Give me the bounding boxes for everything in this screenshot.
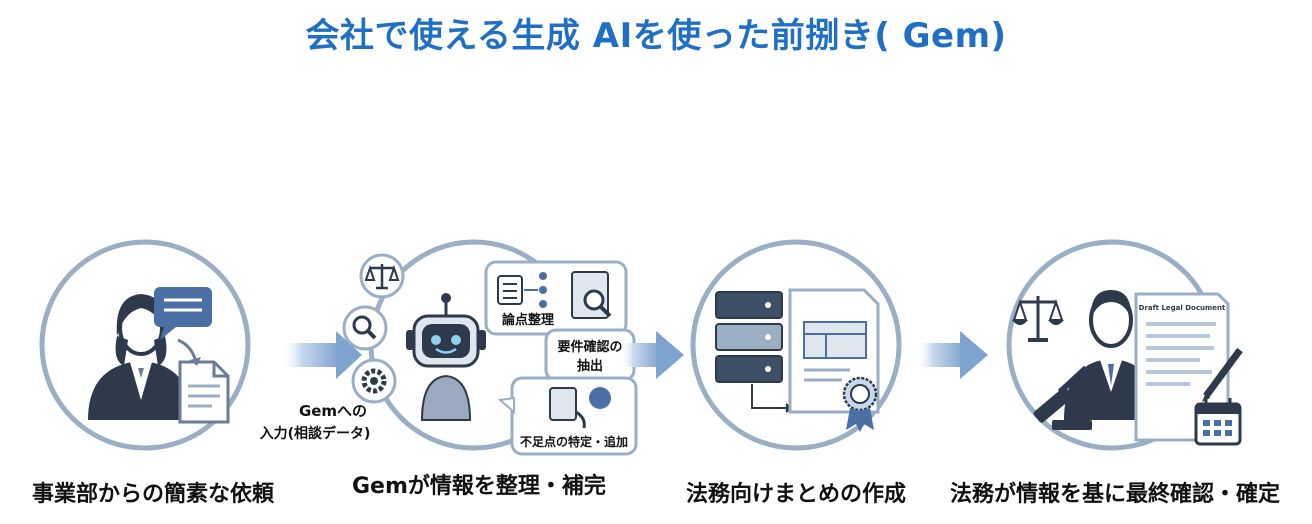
person-icon [88, 294, 192, 420]
gavel-icon [1033, 365, 1092, 430]
robot-icon [406, 293, 486, 421]
gem-input-label-2: 入力(相談データ) [260, 425, 371, 442]
draft-document-title: Draft Legal Document [1139, 304, 1226, 312]
page-title: 会社で使える生成 AIを使った前捌き( Gem) [305, 16, 1007, 56]
gem-input-label-1: Gemへの [299, 402, 367, 420]
gear-icon [351, 358, 397, 404]
scales-icon [359, 253, 405, 299]
document-icon [177, 338, 230, 424]
step-3-caption: 法務向けまとめの作成 [686, 482, 907, 507]
chat-bubble-icon [154, 287, 212, 340]
server-icon [715, 291, 794, 413]
calendar-icon [1194, 398, 1242, 446]
scales-icon [1012, 296, 1064, 342]
step-2-caption: Gemが情報を整理・補完 [352, 474, 606, 499]
pen-icon [1202, 347, 1243, 402]
issue-organization-label: 論点整理 [502, 312, 554, 328]
requirement-label-1: 要件確認の [557, 339, 622, 355]
issue-organization-bubble: 論点整理 [484, 260, 628, 336]
gap-label: 不足点の特定・追加 [520, 434, 628, 449]
flow-arrow-1 [282, 331, 362, 379]
gap-identification-bubble: 不足点の特定・追加 [497, 376, 638, 456]
flow-arrow-2 [620, 331, 684, 379]
certificate-icon [842, 376, 878, 432]
step-1-business-request [39, 239, 251, 451]
requirement-extraction-bubble: 要件確認の 抽出 [544, 328, 636, 382]
magnifier-icon [342, 305, 388, 351]
flow-arrow-3 [916, 331, 988, 379]
step-3-summary-creation [690, 239, 902, 451]
requirement-label-2: 抽出 [577, 358, 603, 374]
step-4-legal-confirmation: Draft Legal Document [1006, 239, 1243, 451]
step-2-gem-processing: 論点整理 要件確認の 抽出 不足点の特定・追加 [342, 239, 638, 456]
step-1-caption: 事業部からの簡素な依頼 [32, 482, 275, 507]
step-4-caption: 法務が情報を基に最終確認・確定 [950, 482, 1281, 507]
